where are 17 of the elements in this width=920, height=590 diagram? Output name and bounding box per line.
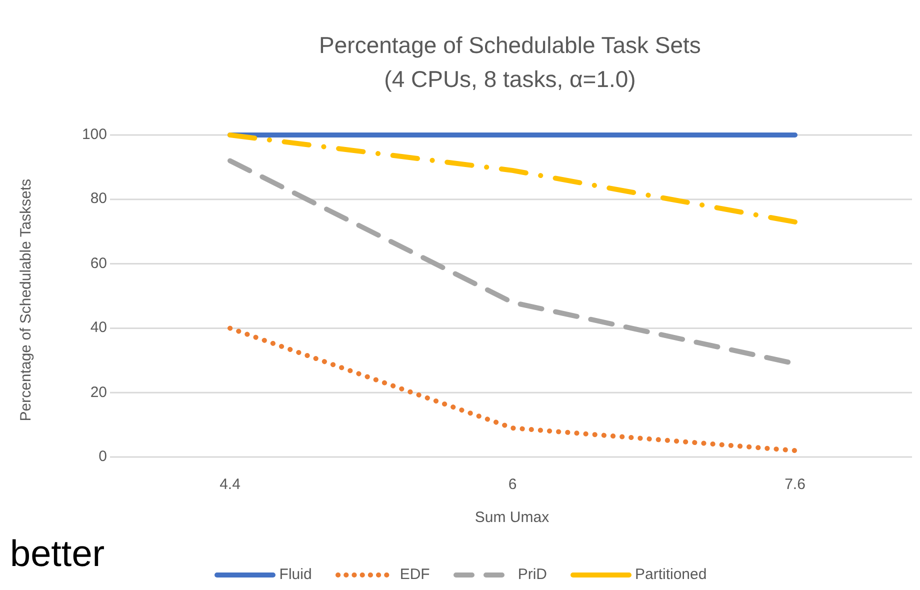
y-tick-label: 0: [98, 448, 107, 466]
y-tick-label: 20: [90, 384, 107, 402]
y-tick-label: 40: [90, 319, 107, 338]
y-tick-label: 60: [90, 254, 107, 273]
legend-label: Partitioned: [634, 566, 707, 583]
x-tick-label: 7.6: [784, 476, 806, 494]
y-tick-label: 80: [90, 190, 107, 208]
y-axis-title: Percentage of Schedulable Tasksets: [18, 178, 34, 422]
legend-label: PriD: [518, 566, 547, 583]
x-axis-title: Sum Umax: [474, 509, 550, 526]
legend-label: EDF: [400, 566, 430, 583]
y-tick-label: 100: [82, 126, 107, 144]
x-tick-label: 6: [508, 476, 517, 494]
legend-label: Fluid: [279, 566, 312, 583]
x-tick-label: 4.4: [220, 476, 240, 494]
chart-title: Percentage of Schedulable Task Sets (4 CPUs, 8 tasks, α=1.0): [318, 31, 702, 94]
note-text: better: [10, 532, 105, 576]
